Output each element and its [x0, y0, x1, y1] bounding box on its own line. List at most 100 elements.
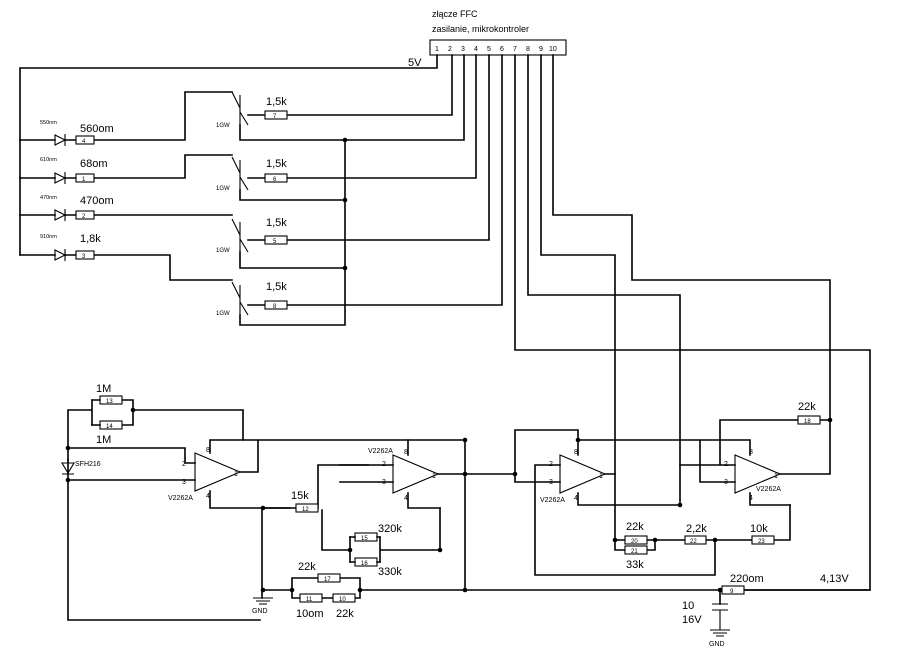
junction-dot [342, 265, 348, 271]
led-resistor-value: 470om [80, 195, 114, 207]
led-wavelength: 610nm [40, 157, 57, 163]
pin-label: 2 [448, 46, 452, 53]
pin5-wire [286, 54, 490, 241]
opamp-pin: 4 [749, 495, 753, 502]
resistor-ref: 20 [631, 539, 638, 545]
junction-dot [357, 587, 363, 593]
resistor [75, 250, 95, 260]
connector-subtitle: zasilanie, mikrokontroler [432, 24, 529, 34]
resistor-ref: 13 [106, 399, 113, 405]
pin-label: 3 [461, 46, 465, 53]
resistor-ref: 8 [273, 304, 277, 310]
resistor [684, 535, 707, 545]
resistor [295, 503, 319, 513]
junction-dot [437, 547, 443, 553]
capacitor-value: 10 [682, 600, 694, 612]
pin-label: 8 [526, 46, 530, 53]
vref-label: 4,13V [820, 573, 849, 585]
opamp-pin: 4 [206, 493, 210, 500]
transistor-icon [231, 156, 249, 191]
resistor-ref: 12 [302, 507, 309, 513]
resistor-value: 22k [298, 561, 316, 573]
led-wavelength: 550nm [40, 120, 57, 126]
junction-dot [342, 197, 348, 203]
opamp-pin: 1 [774, 473, 778, 480]
resistor-value: 33k [626, 559, 644, 571]
pin-label: 10 [549, 46, 557, 53]
pin-label: 6 [500, 46, 504, 53]
resistor-ref: 18 [804, 419, 811, 425]
gnd-label: GND [709, 641, 725, 648]
pin-label: 7 [513, 46, 517, 53]
junction-dot [827, 417, 833, 423]
junction-dot [342, 137, 348, 143]
opamp-pin: 8 [206, 447, 210, 454]
junction-dot [712, 537, 718, 543]
opamp-name: V2262A [540, 497, 565, 504]
resistor-value: 1,5k [266, 281, 287, 293]
led-diode-icon [54, 172, 67, 184]
photodiode-label: SFH216 [75, 461, 101, 468]
resistor-ref: 5 [273, 239, 277, 245]
opamp-icon [392, 454, 440, 494]
pin7-vref-wire [514, 54, 871, 591]
resistor [317, 573, 341, 583]
transistor-icon [231, 281, 249, 316]
feedback-wire [67, 399, 244, 461]
led-array: 4 550nm 560om 1 610nm 68om 2 470nm 470om… [19, 91, 233, 281]
resistor-value: 320k [378, 523, 402, 535]
resistor [299, 593, 323, 603]
resistor-ref: 17 [324, 577, 331, 583]
resistor-value: 22k [336, 608, 354, 620]
resistor-ref: 1 [82, 177, 86, 183]
junction-dot [717, 587, 723, 593]
pin-label: 9 [539, 46, 543, 53]
resistor [264, 110, 288, 120]
resistor-ref: 23 [758, 539, 765, 545]
opamp-name: V2262A [168, 495, 193, 502]
transistor-icon [231, 91, 249, 126]
junction-dot [260, 505, 266, 511]
resistor-ref: 7 [273, 114, 277, 120]
resistor-ref: 4 [82, 139, 86, 145]
opamp3-wire [514, 429, 716, 576]
led-wire [64, 254, 233, 281]
led-resistor-value: 68om [80, 158, 108, 170]
resistor-value: 330k [378, 566, 402, 578]
junction-dot [347, 547, 353, 553]
connector-pins: 1 2 3 4 5 6 7 8 9 10 [435, 46, 557, 53]
capacitor-icon [712, 603, 728, 630]
resistor [751, 535, 775, 545]
led-diode-icon [54, 249, 67, 261]
resistor-value: 220om [730, 573, 764, 585]
opamp-icon [559, 454, 607, 494]
opamp1-wire [209, 439, 466, 509]
junction-dot [677, 502, 683, 508]
pin8-wire [527, 54, 681, 506]
resistor [624, 535, 648, 545]
pin4-wire [286, 54, 477, 179]
opamp4-wire [577, 419, 831, 506]
vcc-label: 5V [408, 57, 422, 69]
resistor-value: 10k [750, 523, 768, 535]
opamp-pin: 3 [182, 479, 186, 486]
led-wavelength: 910nm [40, 234, 57, 240]
gnd-label: GND [252, 608, 268, 615]
opamp-4: 2 3 1 8 4 V2262A [724, 449, 782, 502]
ground-icon [710, 629, 730, 637]
opamp-icon [194, 452, 242, 492]
opamp-name: V2262A [756, 486, 781, 493]
resistor-ref: 10 [339, 597, 346, 603]
resistor-ref: 21 [631, 549, 638, 555]
opamp-pin: 1 [432, 473, 436, 480]
resistor-value: 2,2k [686, 523, 707, 535]
opamp-pin: 8 [749, 449, 753, 456]
transistor-array: 1GW 7 1,5k 1GW 6 1,5k 1GW 5 1,5k 1GW 8 1… [216, 91, 348, 326]
junction-dot [612, 537, 618, 543]
opamp-pin: 8 [404, 449, 408, 456]
resistor-ref: 11 [306, 597, 313, 603]
ground-icon [253, 597, 273, 605]
resistor-value: 1,5k [266, 217, 287, 229]
resistor-value: 10om [296, 608, 324, 620]
